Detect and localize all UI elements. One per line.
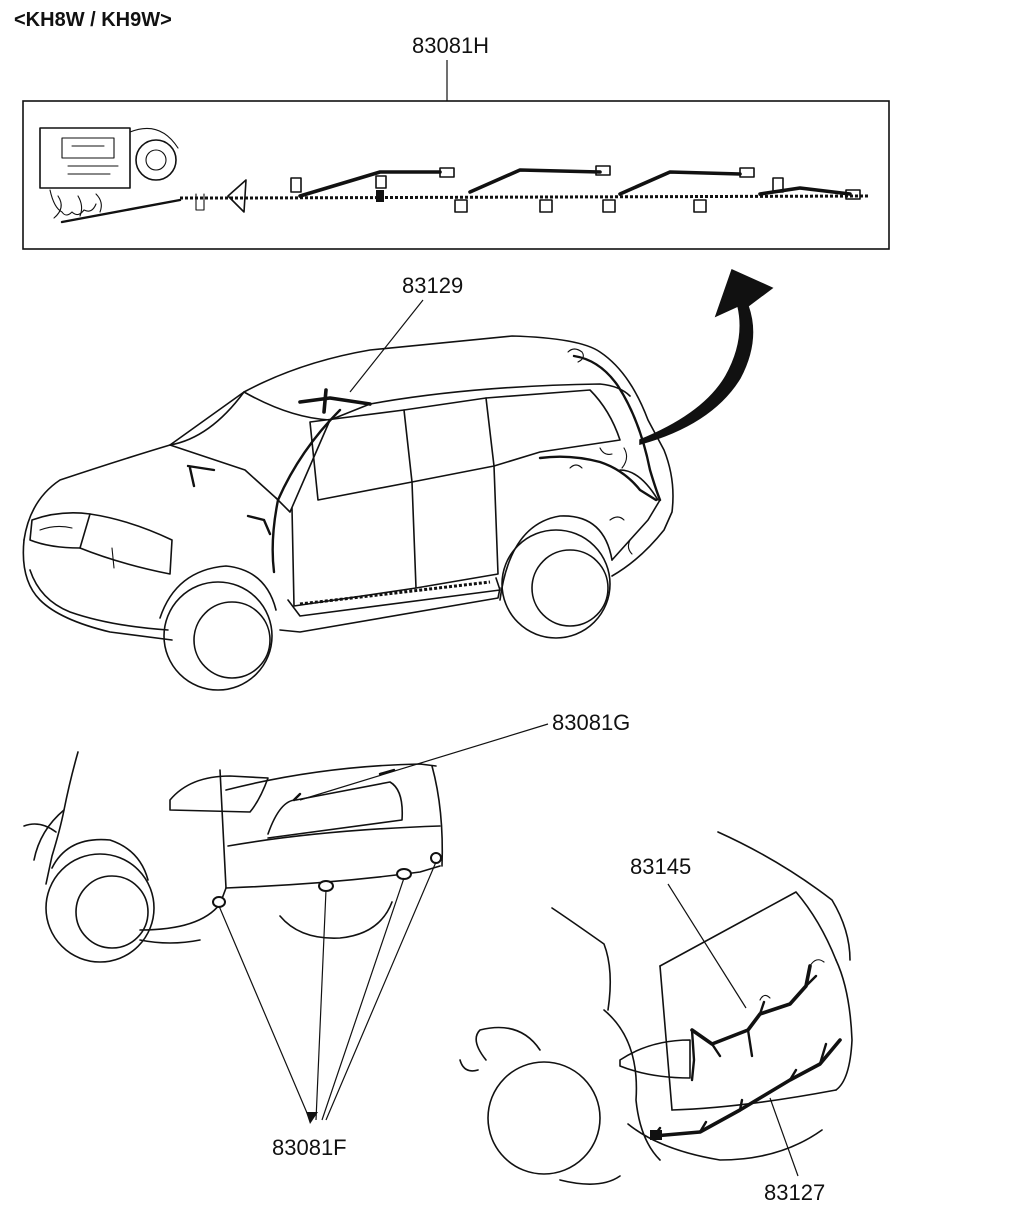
- callout-83081g: 83081G: [552, 710, 630, 735]
- door-harness-wire: [690, 964, 812, 1046]
- suv-side-view: 83129: [22, 273, 674, 691]
- leaders-83081f: [218, 861, 437, 1121]
- grommet-icon: [227, 179, 247, 213]
- main-harness-inset: 83081H: [22, 33, 890, 250]
- model-code-header: <KH8W / KH9W>: [14, 9, 172, 31]
- leader-83127: [769, 1097, 799, 1177]
- main-wire-trunk: [180, 194, 871, 200]
- callout-83145: 83145: [630, 854, 691, 879]
- callout-83129: 83129: [402, 273, 463, 298]
- callout-83081f: 83081F: [272, 1135, 347, 1160]
- rear-quarter-view: 83145 83127: [459, 831, 853, 1205]
- callout-83127: 83127: [764, 1180, 825, 1205]
- roof-harness-wire: [298, 388, 372, 414]
- callout-83081h: 83081H: [412, 33, 489, 58]
- leader-83081g: [299, 723, 549, 801]
- branch-wire-2: [468, 168, 602, 194]
- branch-wire-3: [618, 170, 742, 196]
- clip-icon: [195, 193, 205, 211]
- branch-wire-1: [298, 170, 442, 198]
- arrow-icon: [639, 268, 774, 445]
- sensor-icons: [212, 852, 442, 908]
- connector-icons: [290, 165, 861, 213]
- leader-83145: [667, 883, 747, 1009]
- inset-frame: [22, 100, 890, 250]
- rear-view-sensors: 83081G 83081F: [23, 710, 630, 1160]
- bumper-harness-wire: [652, 1038, 842, 1138]
- leader-83129: [349, 299, 424, 393]
- junction-box-icon: [39, 127, 182, 224]
